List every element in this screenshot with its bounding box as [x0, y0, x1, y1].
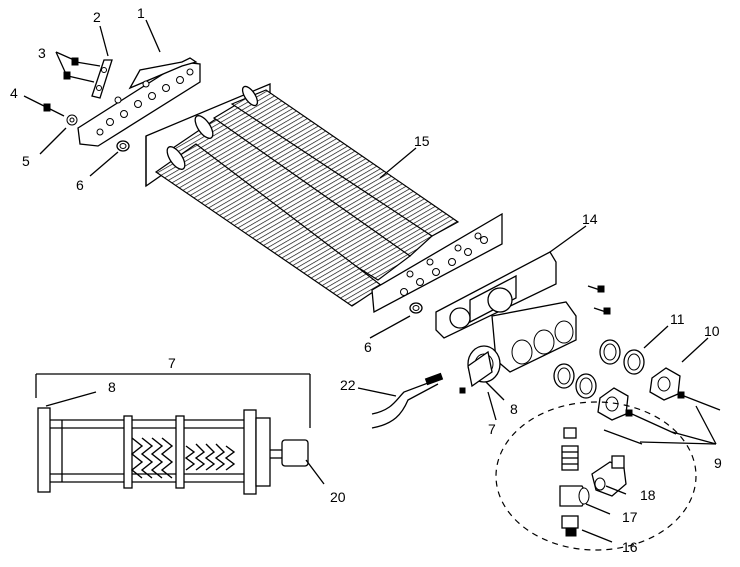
finned-tube-4 — [230, 85, 460, 237]
label-22: 22 — [340, 377, 356, 393]
leader-lines — [23, 19, 717, 543]
label-7-left: 7 — [168, 355, 176, 371]
hex-nuts — [597, 367, 681, 421]
bolt — [43, 103, 65, 117]
valve-18 — [591, 455, 627, 497]
return-header — [435, 251, 611, 373]
label-7-right: 7 — [488, 421, 496, 437]
label-8-right: 8 — [510, 401, 518, 417]
label-10: 10 — [704, 323, 720, 339]
plug-16 — [561, 515, 579, 537]
label-15: 15 — [414, 133, 430, 149]
label-6-top: 6 — [76, 177, 84, 193]
gasket-bottom — [409, 302, 423, 314]
label-2: 2 — [93, 9, 101, 25]
gasket-top — [116, 140, 130, 152]
label-20: 20 — [330, 489, 346, 505]
label-4: 4 — [10, 85, 18, 101]
washer — [66, 114, 78, 126]
control-assembly — [35, 373, 311, 495]
mounting-bolts — [603, 391, 721, 445]
label-16: 16 — [622, 539, 638, 555]
label-3: 3 — [38, 45, 46, 61]
bracket — [91, 59, 113, 99]
fitting-17 — [559, 427, 590, 507]
valve-subassembly — [495, 401, 697, 551]
label-5: 5 — [22, 153, 30, 169]
bracket-screws — [63, 57, 101, 83]
label-18: 18 — [640, 487, 656, 503]
label-11: 11 — [670, 311, 685, 327]
label-6-bottom: 6 — [364, 339, 372, 355]
part-labels: 1 2 3 4 5 6 15 14 6 11 10 7 8 22 8 7 9 2… — [10, 5, 722, 555]
label-17: 17 — [622, 509, 638, 525]
sensor-wire — [371, 372, 444, 429]
control-right — [467, 350, 493, 388]
header-plate — [77, 57, 201, 147]
heat-exchanger — [145, 83, 503, 314]
o-rings — [553, 339, 645, 399]
label-9: 9 — [714, 455, 722, 471]
label-14: 14 — [582, 211, 598, 227]
label-8-left: 8 — [108, 379, 116, 395]
label-1: 1 — [137, 5, 145, 21]
